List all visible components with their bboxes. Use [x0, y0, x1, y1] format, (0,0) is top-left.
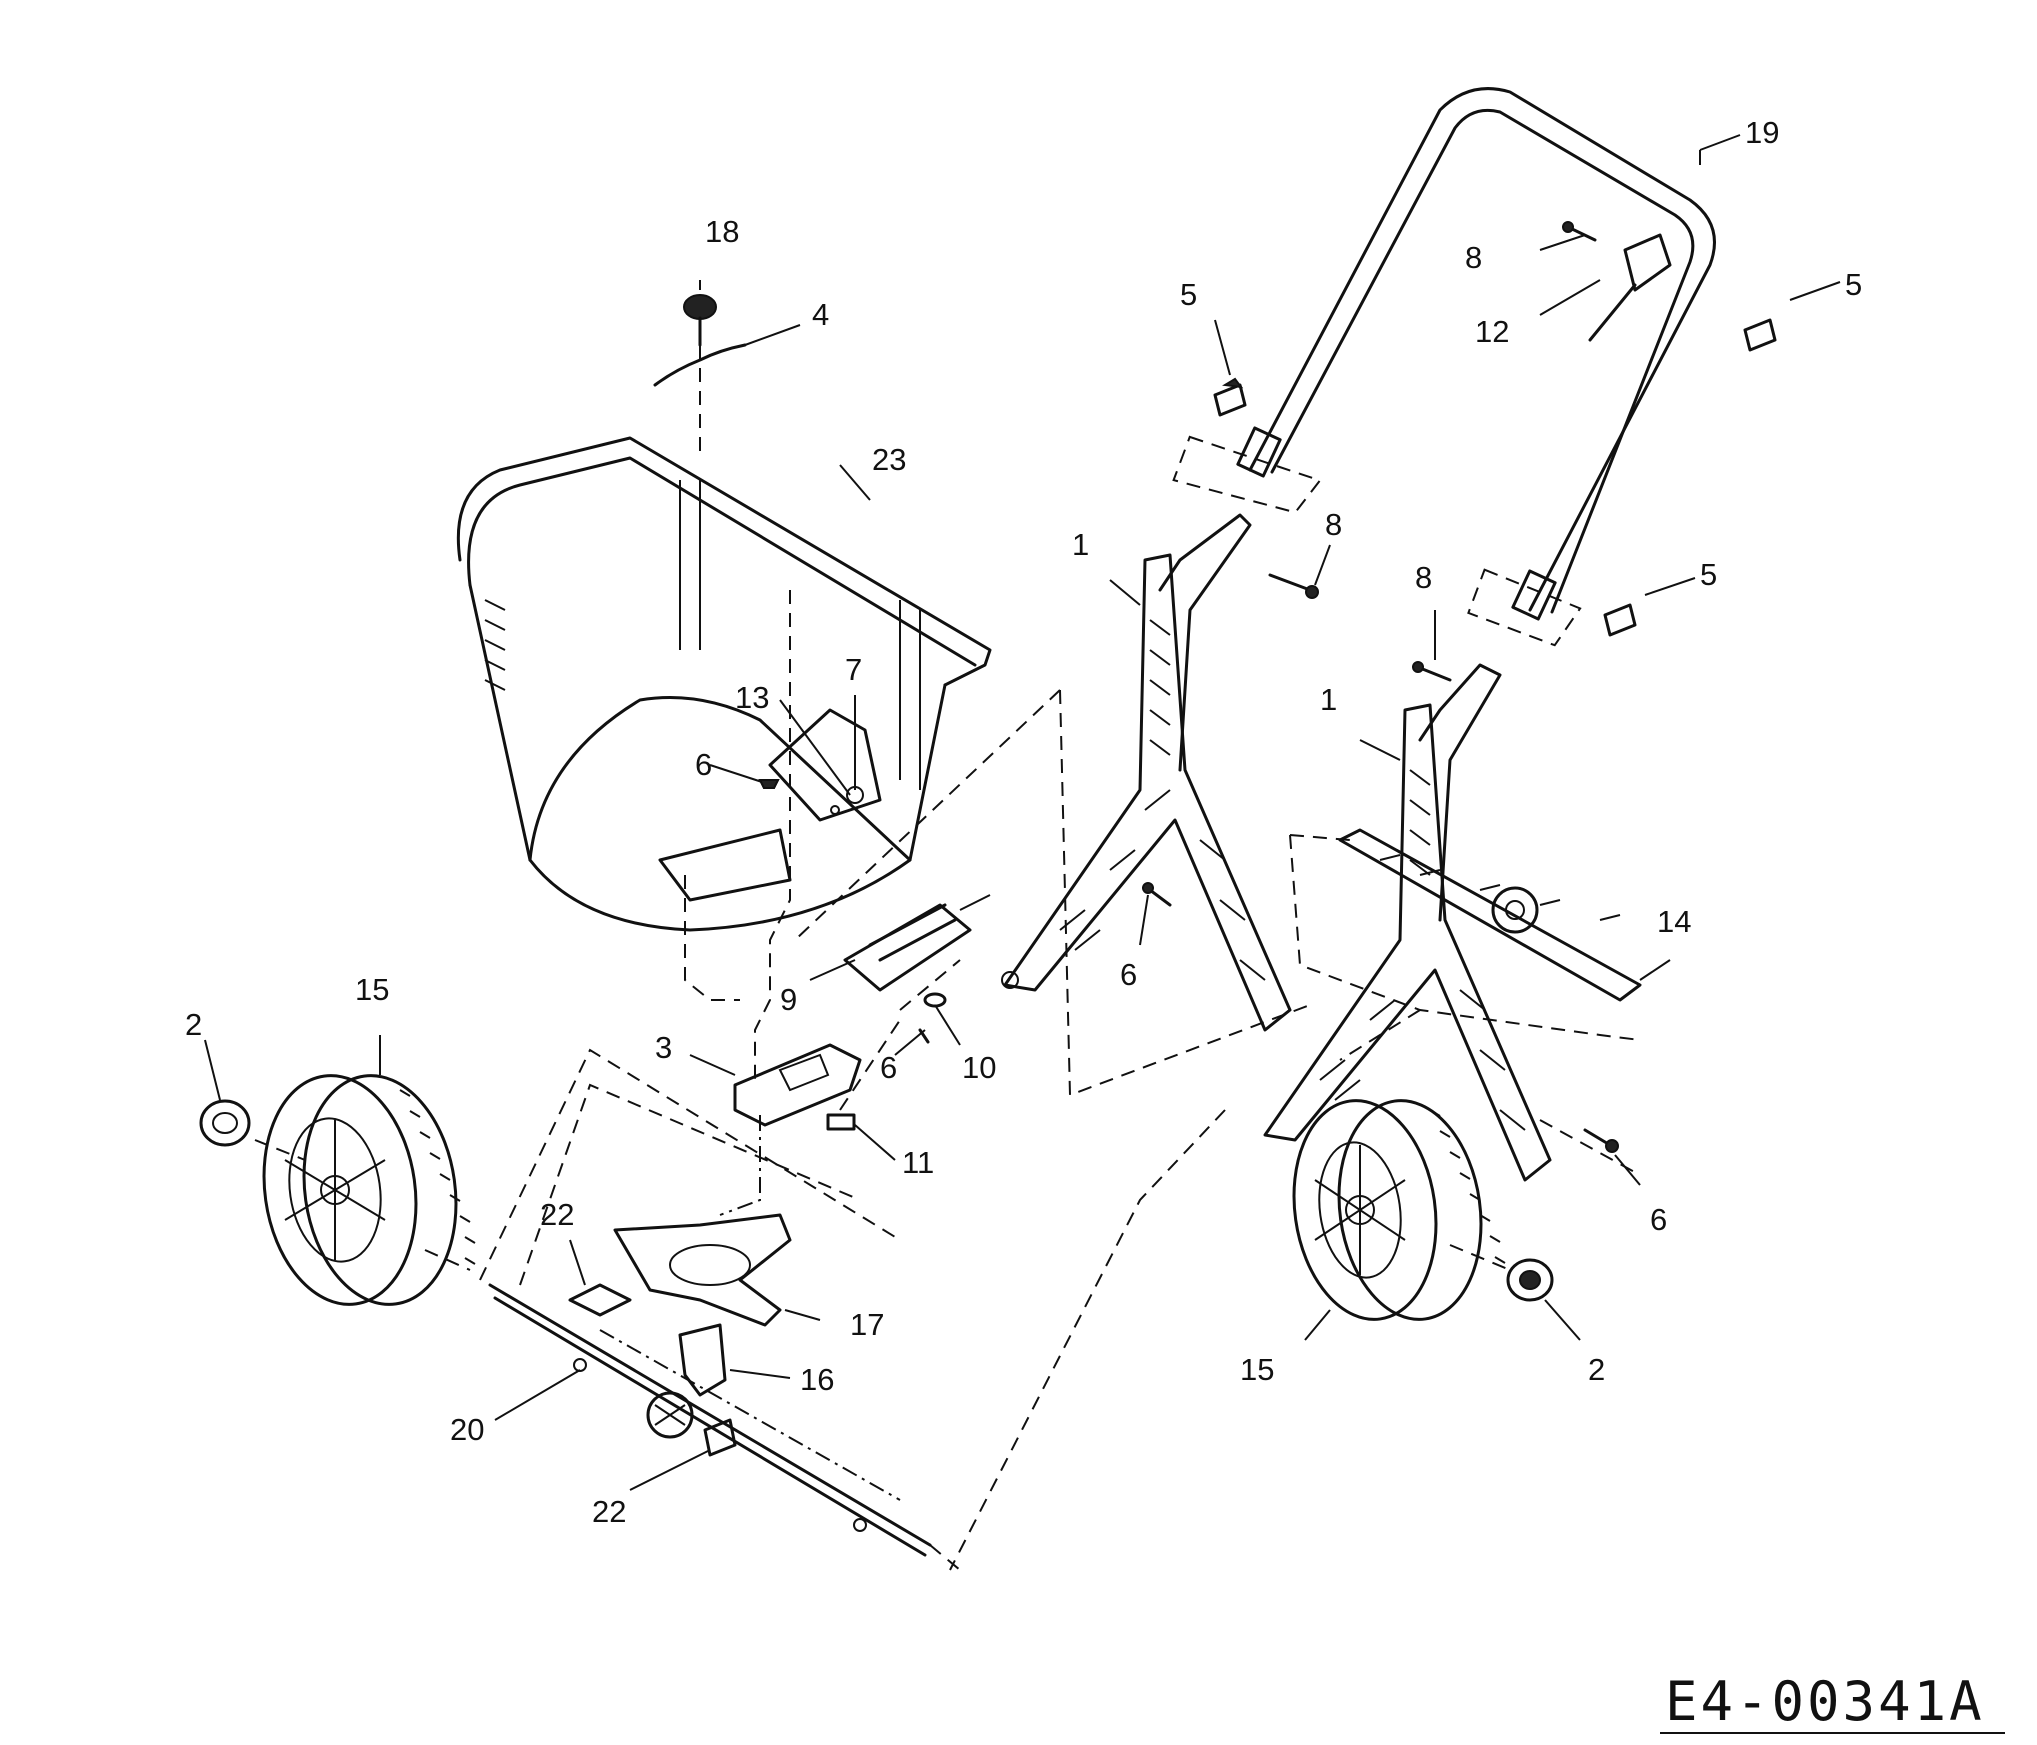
callout-15-left: 15: [355, 972, 389, 1007]
leg-part-1-right: [1263, 663, 1552, 1182]
drawing-code-block: E4-00341A: [1660, 1670, 2005, 1734]
callout-5-mid-right: 5: [1700, 557, 1717, 592]
callout-16: 16: [800, 1362, 834, 1397]
bushing-part-22-upper: [568, 1283, 632, 1317]
wheel-part-15-left: [262, 1074, 476, 1306]
callout-5-left: 5: [1180, 277, 1197, 312]
callout-14: 14: [1657, 904, 1691, 939]
callout-6-leg: 6: [1120, 957, 1137, 992]
callout-8-right: 8: [1415, 560, 1432, 595]
callout-20: 20: [450, 1412, 484, 1447]
callout-8-mid: 8: [1325, 507, 1342, 542]
callout-labels: 1 1 2 2 3 4 5 5 5 6 6 6 6 7 8 8 8 9 10 1…: [185, 115, 1862, 1529]
callout-11: 11: [902, 1145, 934, 1180]
washer-part-10: [923, 992, 947, 1008]
leg-part-1-left: [1001, 513, 1292, 1032]
shutoff-part-9: [843, 894, 991, 992]
clip-part-11: [826, 1113, 856, 1131]
bolt-part-8-mid: [1268, 573, 1319, 599]
callout-1-left: 1: [1072, 527, 1089, 562]
callout-2-left: 2: [185, 1007, 202, 1042]
wing-nut-part-5-b: [1743, 318, 1777, 352]
callout-2-right: 2: [1588, 1352, 1605, 1387]
callout-9: 9: [780, 982, 797, 1017]
callout-10: 10: [962, 1050, 996, 1085]
plate-part-3: [733, 1043, 862, 1127]
bolt-part-8-right: [1412, 661, 1452, 682]
wing-nut-part-5-a: [1213, 377, 1247, 417]
callout-6-brace: 6: [1650, 1202, 1667, 1237]
wing-nut-part-5-c: [1603, 603, 1637, 637]
callout-22-upper: 22: [540, 1197, 574, 1232]
bolt-part-6-leg: [1142, 882, 1172, 907]
bolt-part-6-brace: [1583, 1128, 1619, 1153]
wheel-part-15-right: [1292, 1099, 1506, 1321]
callout-4: 4: [812, 297, 829, 332]
callout-8-top: 8: [1465, 240, 1482, 275]
callout-15-right: 15: [1240, 1352, 1274, 1387]
callout-7: 7: [845, 652, 862, 687]
cap-part-18: [683, 294, 717, 347]
callout-23: 23: [872, 442, 906, 477]
hub-cap-part-2-right: [1506, 1258, 1554, 1302]
hopper-part-23: [456, 436, 992, 932]
callout-6-hopper: 6: [695, 747, 712, 782]
bushing-part-22-lower: [703, 1418, 737, 1457]
callout-17: 17: [850, 1307, 884, 1342]
callout-19: 19: [1745, 115, 1779, 150]
callout-1-right: 1: [1320, 682, 1337, 717]
handle-part-19: [1236, 87, 1716, 621]
callout-13: 13: [735, 680, 769, 715]
leader-lines: [204, 134, 1841, 1491]
callout-18: 18: [705, 214, 739, 249]
callout-3: 3: [655, 1030, 672, 1065]
callout-12: 12: [1475, 314, 1509, 349]
bolt-part-8-top: [1562, 221, 1597, 242]
hub-cap-part-2-left: [199, 1099, 251, 1147]
knob-part-12: [1588, 233, 1672, 342]
agitator-wire-part-4: [653, 343, 747, 387]
impeller-part-17: [613, 1213, 792, 1327]
assembly-lines: [254, 345, 1641, 1571]
cross-brace-part-14: [1338, 828, 1642, 1002]
gear-housing-part-16: [646, 1323, 727, 1439]
callout-6-small: 6: [880, 1050, 897, 1085]
callout-5-top-right: 5: [1845, 267, 1862, 302]
drawing-code: E4-00341A: [1665, 1670, 1985, 1733]
callout-22-lower: 22: [592, 1494, 626, 1529]
bolt-part-6-hopper: [758, 779, 780, 789]
